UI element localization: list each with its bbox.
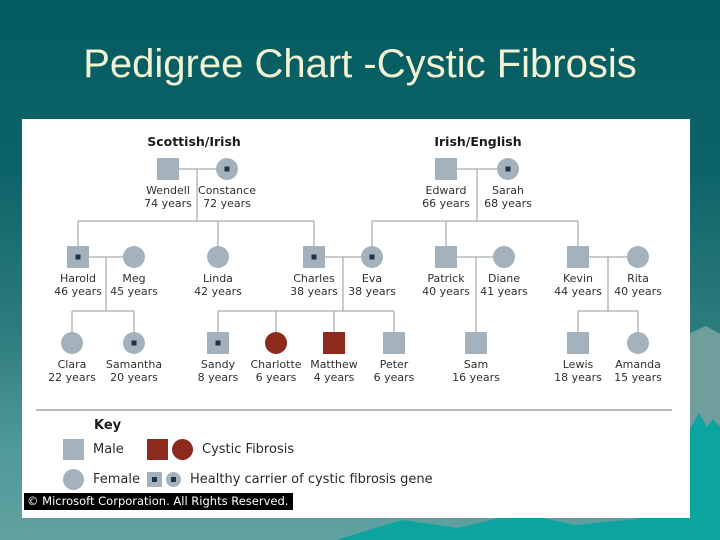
person-edward-symbol	[435, 158, 457, 180]
person-name: Wendell	[146, 184, 190, 197]
person-age: 41 years	[480, 285, 528, 298]
person-age: 22 years	[48, 371, 96, 384]
person-name: Constance	[198, 184, 256, 197]
carrier-dot-icon	[215, 340, 221, 346]
person-name: Linda	[203, 272, 233, 285]
carrier-dot-icon	[369, 254, 375, 260]
person-name: Harold	[60, 272, 96, 285]
person-name: Charlotte	[250, 358, 301, 371]
person-age: 40 years	[614, 285, 662, 298]
carrier-label: Healthy carrier of cystic fibrosis gene	[190, 471, 433, 487]
carrier-dot-icon	[152, 476, 157, 482]
person-lewis-symbol	[567, 332, 589, 354]
legend-male-group: Male	[63, 438, 147, 460]
person-age: 8 years	[198, 371, 239, 384]
person-age: 18 years	[554, 371, 602, 384]
person-age: 46 years	[54, 285, 102, 298]
slide-title: Pedigree Chart -Cystic Fibrosis	[83, 42, 637, 86]
person-diane-symbol	[493, 246, 515, 268]
person-clara-symbol	[61, 332, 83, 354]
person-age: 72 years	[203, 197, 251, 210]
person-age: 38 years	[348, 285, 396, 298]
person-age: 38 years	[290, 285, 338, 298]
person-age: 42 years	[194, 285, 242, 298]
bright-teal-mountains	[336, 413, 720, 540]
carrier-dot-icon	[171, 476, 176, 482]
male-symbol	[63, 438, 84, 460]
person-peter-symbol	[383, 332, 405, 354]
person-name: Eva	[362, 272, 382, 285]
person-age: 66 years	[422, 197, 470, 210]
legend-row-male-cf: Male Cystic Fibrosis	[63, 435, 663, 463]
person-name: Sam	[464, 358, 488, 371]
person-name: Charles	[293, 272, 335, 285]
origin-label: Scottish/Irish	[147, 134, 241, 149]
person-age: 6 years	[256, 371, 297, 384]
legend-title: Key	[94, 418, 122, 433]
carrier-dot-icon	[75, 254, 81, 260]
person-age: 20 years	[110, 371, 158, 384]
origin-label: Irish/English	[434, 134, 521, 149]
legend: Key Male Cystic Fibrosis Female	[63, 419, 663, 493]
person-name: Matthew	[310, 358, 358, 371]
person-meg-symbol	[123, 246, 145, 268]
person-name: Clara	[58, 358, 87, 371]
carrier-dot-icon	[224, 166, 230, 172]
person-age: 45 years	[110, 285, 158, 298]
person-name: Sarah	[492, 184, 524, 197]
person-name: Patrick	[427, 272, 465, 285]
carrier-square-symbol	[147, 471, 162, 487]
person-age: 16 years	[452, 371, 500, 384]
person-kevin-symbol	[567, 246, 589, 268]
person-name: Edward	[426, 184, 467, 197]
person-name: Rita	[627, 272, 649, 285]
key-divider	[36, 409, 672, 411]
female-symbol	[63, 468, 84, 490]
person-age: 6 years	[374, 371, 415, 384]
legend-female-group: Female	[63, 468, 147, 490]
person-age: 15 years	[614, 371, 662, 384]
person-age: 74 years	[144, 197, 192, 210]
person-amanda-symbol	[627, 332, 649, 354]
person-name: Samantha	[106, 358, 162, 371]
legend-carrier-group: Healthy carrier of cystic fibrosis gene	[147, 471, 663, 487]
carrier-circle-symbol	[166, 471, 181, 487]
person-wendell-symbol	[157, 158, 179, 180]
person-name: Lewis	[563, 358, 594, 371]
person-age: 68 years	[484, 197, 532, 210]
cystic-fibrosis-label: Cystic Fibrosis	[202, 441, 295, 457]
person-name: Sandy	[201, 358, 236, 371]
carrier-dot-icon	[131, 340, 137, 346]
legend-cf-group: Cystic Fibrosis	[147, 438, 663, 460]
carrier-dot-icon	[311, 254, 317, 260]
carrier-dot-icon	[505, 166, 511, 172]
person-name: Kevin	[563, 272, 593, 285]
person-age: 4 years	[314, 371, 355, 384]
person-age: 44 years	[554, 285, 602, 298]
person-patrick-symbol	[435, 246, 457, 268]
person-linda-symbol	[207, 246, 229, 268]
person-name: Amanda	[615, 358, 661, 371]
person-age: 40 years	[422, 285, 470, 298]
legend-row-female-carrier: Female Healthy carrier of cystic fibrosi…	[63, 465, 663, 493]
person-rita-symbol	[627, 246, 649, 268]
female-label: Female	[93, 471, 141, 487]
person-name: Diane	[488, 272, 520, 285]
copyright-bar: © Microsoft Corporation. All Rights Rese…	[24, 493, 294, 510]
cystic-fibrosis-square-symbol	[147, 438, 168, 460]
person-name: Peter	[380, 358, 409, 371]
cystic-fibrosis-circle-symbol	[172, 438, 193, 460]
person-name: Meg	[122, 272, 145, 285]
person-sam-symbol	[465, 332, 487, 354]
male-label: Male	[93, 441, 124, 457]
person-matthew-symbol	[323, 332, 345, 354]
person-charlotte-symbol	[265, 332, 287, 354]
